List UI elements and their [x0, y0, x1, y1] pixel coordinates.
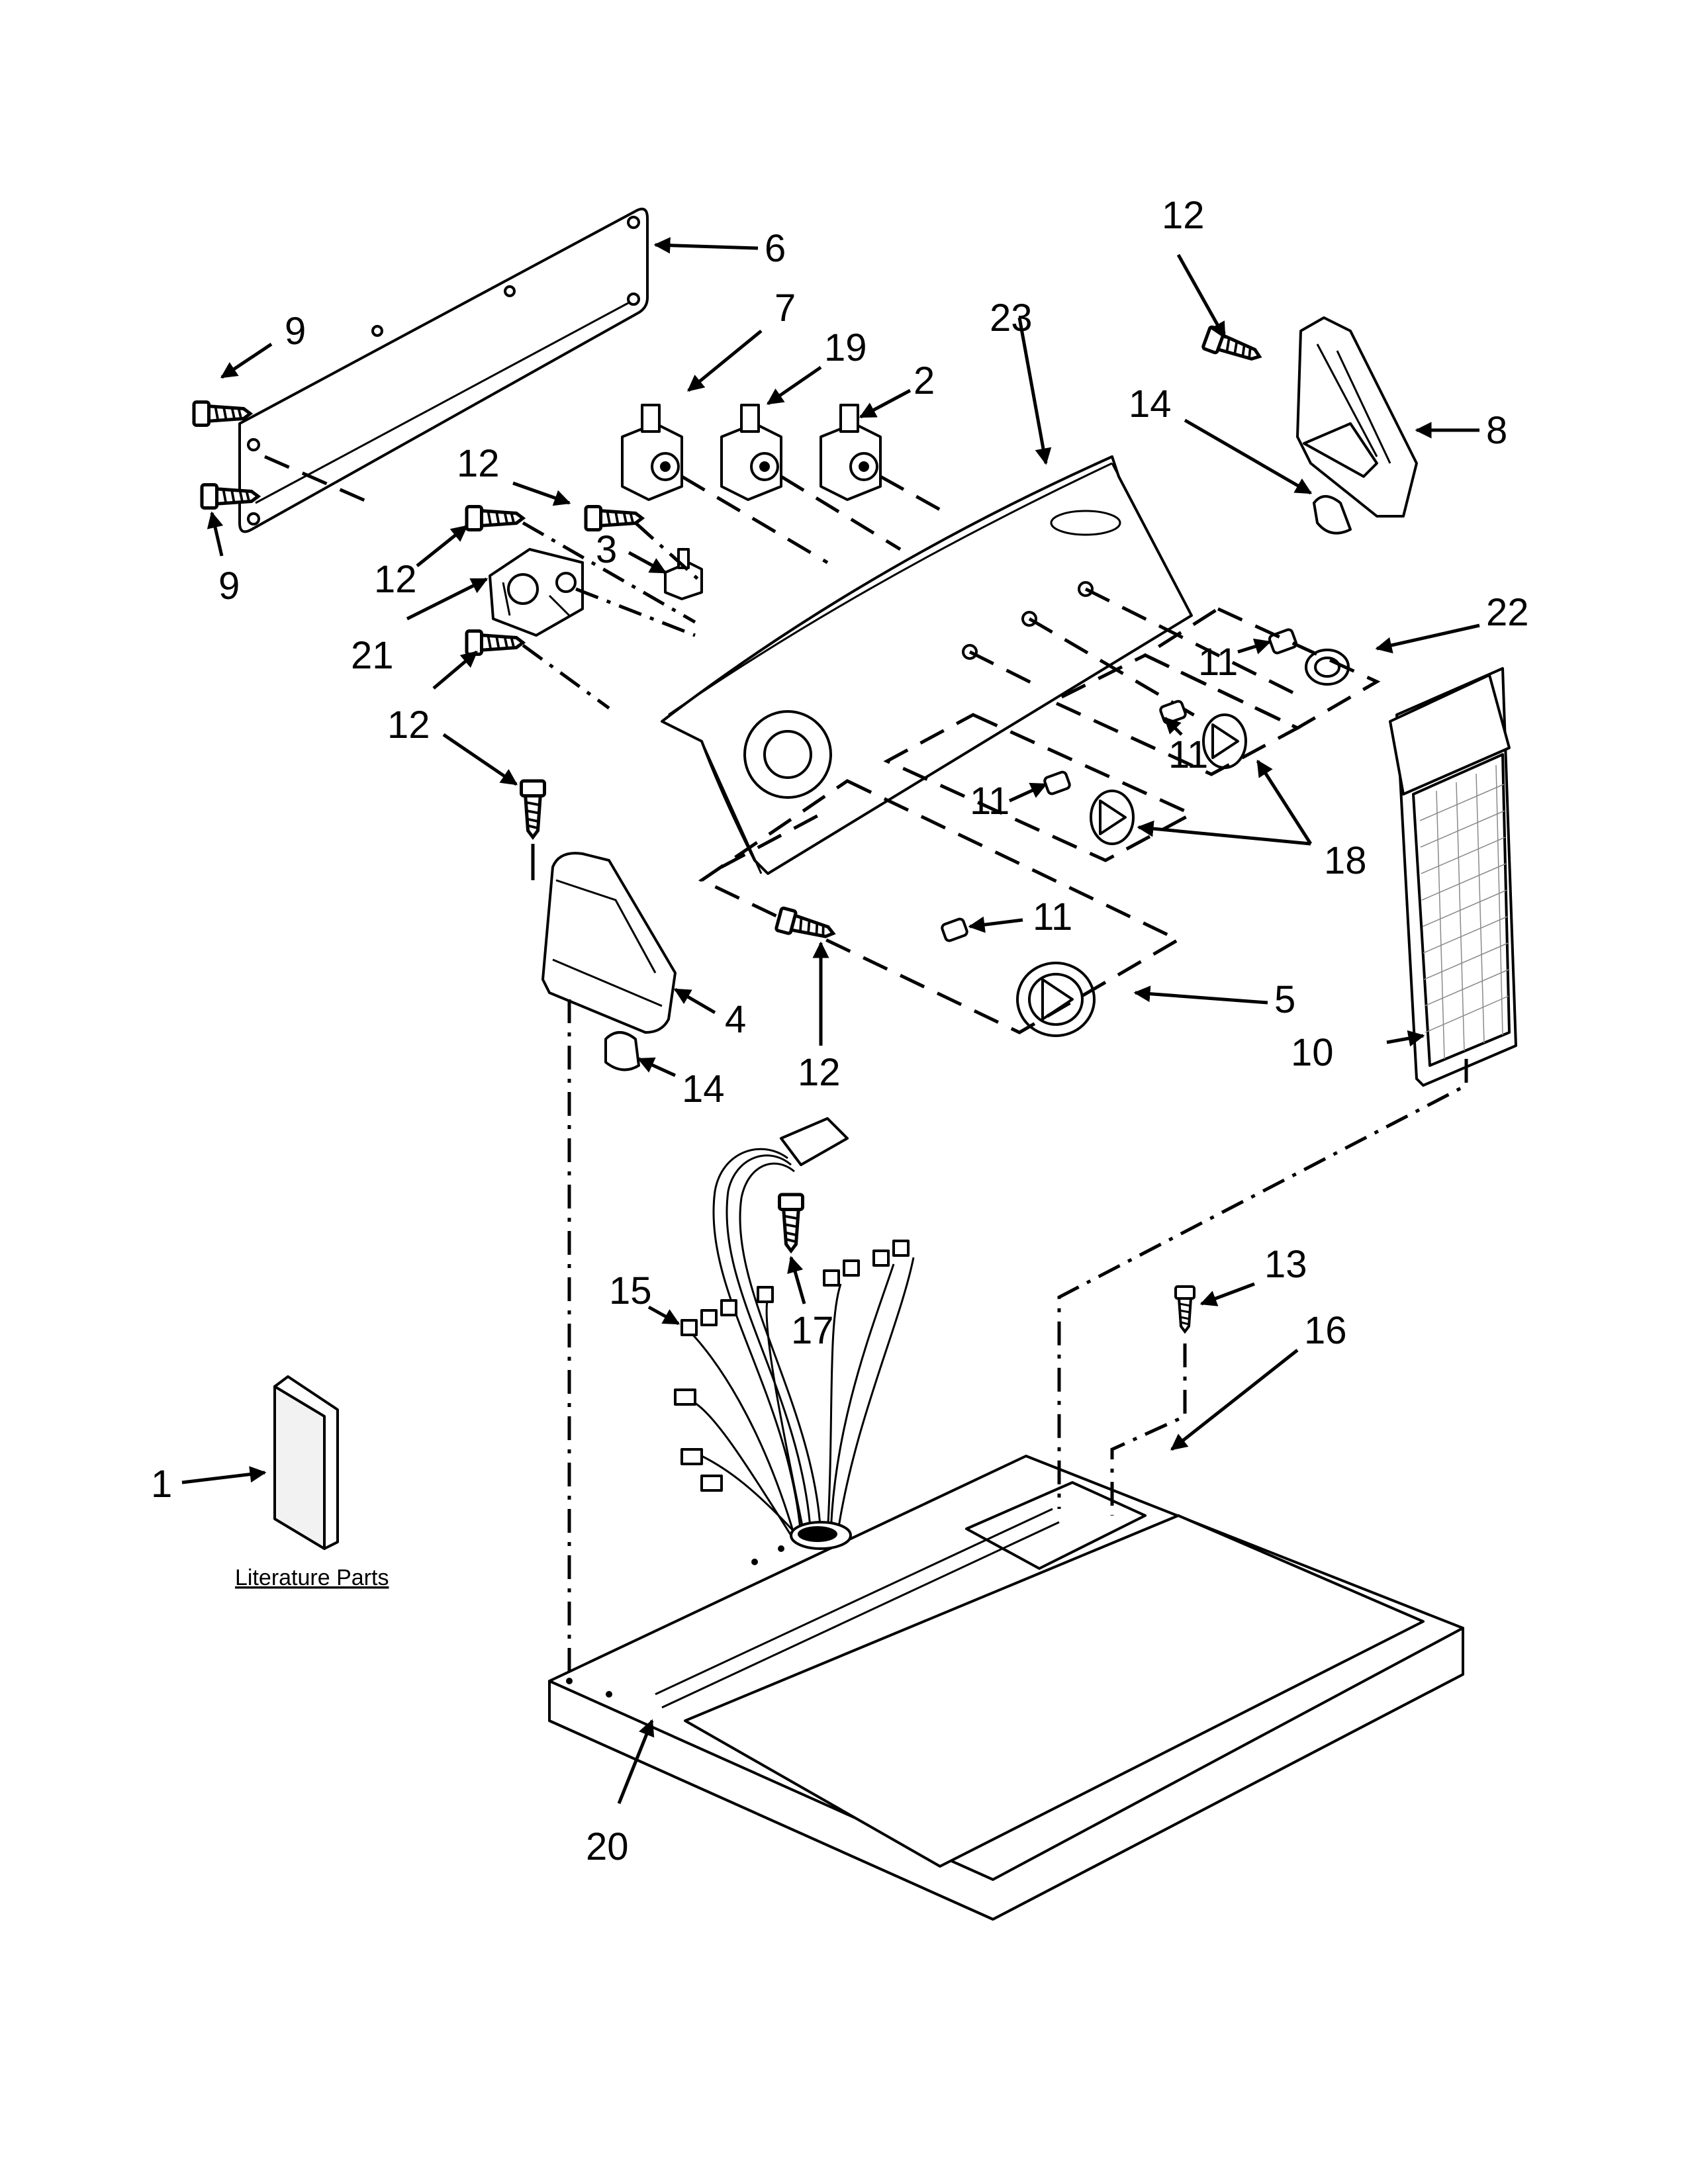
wire-harness-part-15: [674, 1117, 915, 1537]
callout-12-upper: 12: [457, 442, 500, 485]
timer-part-21: [489, 548, 584, 637]
callout-3: 3: [596, 528, 617, 571]
literature-book-part-1: [273, 1375, 339, 1550]
callout-1: 1: [151, 1463, 172, 1506]
clip-part-14-top: [1313, 495, 1352, 535]
screw-part-12-upper-left: [467, 507, 523, 530]
screw-part-12-lower-left: [467, 631, 523, 655]
callout-12-top-right: 12: [1162, 194, 1205, 237]
switch-part-2: [820, 404, 882, 501]
knob-part-5: [1016, 962, 1096, 1037]
callout-9-top: 9: [285, 310, 306, 353]
callout-20: 20: [586, 1825, 629, 1868]
callout-10: 10: [1291, 1031, 1334, 1074]
callout-9-bottom: 9: [218, 565, 240, 608]
callout-12-mid: 12: [374, 558, 417, 601]
callout-11-b: 11: [1168, 733, 1208, 776]
callout-19: 19: [824, 326, 867, 369]
callout-2: 2: [914, 359, 935, 402]
callout-11-d: 11: [1033, 895, 1072, 938]
knob-part-18-left: [1090, 790, 1135, 845]
callout-12-lower: 12: [387, 704, 430, 747]
callout-14-bottom: 14: [682, 1068, 725, 1111]
callout-22: 22: [1486, 591, 1529, 634]
callout-17: 17: [791, 1309, 834, 1352]
shaft-part-11-lower: [941, 917, 968, 942]
callout-13: 13: [1264, 1243, 1307, 1286]
shaft-part-11-mid-left: [1043, 770, 1071, 796]
callout-21: 21: [351, 634, 394, 677]
console-part-23: [661, 455, 1299, 875]
callout-7: 7: [774, 287, 796, 330]
shaft-part-11-mid-right: [1159, 700, 1187, 725]
switch-part-19: [720, 404, 782, 501]
clip-part-14-bottom: [604, 1031, 640, 1071]
end-cap-part-4: [541, 852, 677, 1034]
callout-16: 16: [1304, 1309, 1347, 1352]
screw-part-12-cap: [522, 781, 545, 837]
callout-12-bottom: 12: [798, 1051, 841, 1094]
screw-part-12-upper-mid: [586, 507, 642, 530]
switch-part-7: [621, 404, 683, 501]
callout-5: 5: [1274, 978, 1295, 1021]
callout-6: 6: [765, 227, 786, 270]
callout-15: 15: [609, 1269, 652, 1312]
callout-23: 23: [990, 296, 1033, 340]
top-panel-part-16: [548, 1455, 1464, 1921]
callout-11-c: 11: [970, 780, 1009, 823]
lint-screen-part-10: [1389, 667, 1517, 1087]
callout-18: 18: [1324, 839, 1367, 882]
lint-screen-mesh: [1419, 764, 1509, 1060]
relay-part-3: [664, 548, 703, 600]
callout-14-top: 14: [1129, 383, 1172, 426]
knob-part-18-right: [1202, 713, 1247, 769]
leader-lines: [181, 237, 1480, 1804]
screw-part-12-top-right: [1203, 326, 1264, 367]
callout-4: 4: [725, 998, 746, 1041]
callout-labels: 6 9 9 7 19 2 23 12 14 8 12 3 12 21 12 22…: [151, 194, 1529, 1868]
callout-8: 8: [1486, 409, 1507, 452]
screw-part-13: [1174, 1285, 1196, 1333]
screw-part-17: [780, 1195, 803, 1251]
literature-parts-label: Literature Parts: [235, 1565, 389, 1590]
bracket-part-8: [1296, 316, 1418, 518]
rear-panel-part-6: [238, 207, 649, 533]
callout-11-a: 11: [1198, 641, 1238, 684]
